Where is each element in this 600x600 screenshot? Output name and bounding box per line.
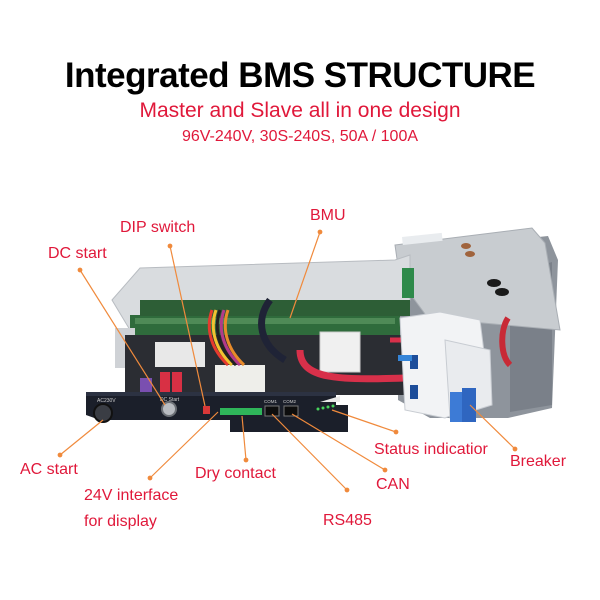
callout-breaker: Breaker [510,453,567,470]
callout-24v-interface-line2: for display [84,513,157,530]
callout-ac-start: AC start [20,461,78,478]
breaker-module [398,311,493,422]
com1-marking: COM1 [264,399,277,404]
leader-can [291,413,386,471]
status-led [321,406,325,410]
spec-line: 96V-240V, 30S-240S, 50A / 100A [181,128,419,145]
leader-status-indicator [331,409,397,433]
internal-wiring [125,297,513,395]
callout-dry-contact: Dry contact [195,465,276,482]
dry-contact-terminal [220,408,262,415]
com1-port [264,405,280,417]
dip-switch-block [203,406,210,414]
callout-24v-interface: 24V interface [84,487,179,504]
page-title: Integrated BMS STRUCTURE [64,56,536,95]
leader-ac-start [59,419,104,456]
dc-start-button [161,401,177,417]
leader-rs485 [271,413,348,491]
leader-24v-interface [149,411,219,479]
status-led [331,404,335,408]
leader-breaker [469,404,516,450]
callout-can: CAN [376,476,410,493]
status-led [316,407,320,411]
callout-dc-start: DC start [48,245,107,262]
signal-strength-glyph [320,396,340,402]
ac-port-marking: AC230V [97,398,116,404]
leader-bmu [289,231,321,319]
leader-dc-start [79,269,166,406]
leader-lines [57,229,518,493]
leader-dip-switch [169,245,206,407]
callout-bmu: BMU [310,207,346,224]
dc-button-marking: DC Start [160,397,180,403]
callout-dip-switch: DIP switch [120,219,196,236]
com2-port [283,405,299,417]
callout-status-indicator: Status indicatior [374,441,488,458]
leader-dry-contact [241,415,247,461]
subtitle: Master and Slave all in one design [139,99,461,122]
com2-marking: COM2 [283,399,296,404]
callout-rs485: RS485 [323,512,372,529]
status-led [326,405,330,409]
ac-start-socket [93,403,113,423]
front-panel: AC230V DC Start COM1 COM2 [86,392,348,432]
